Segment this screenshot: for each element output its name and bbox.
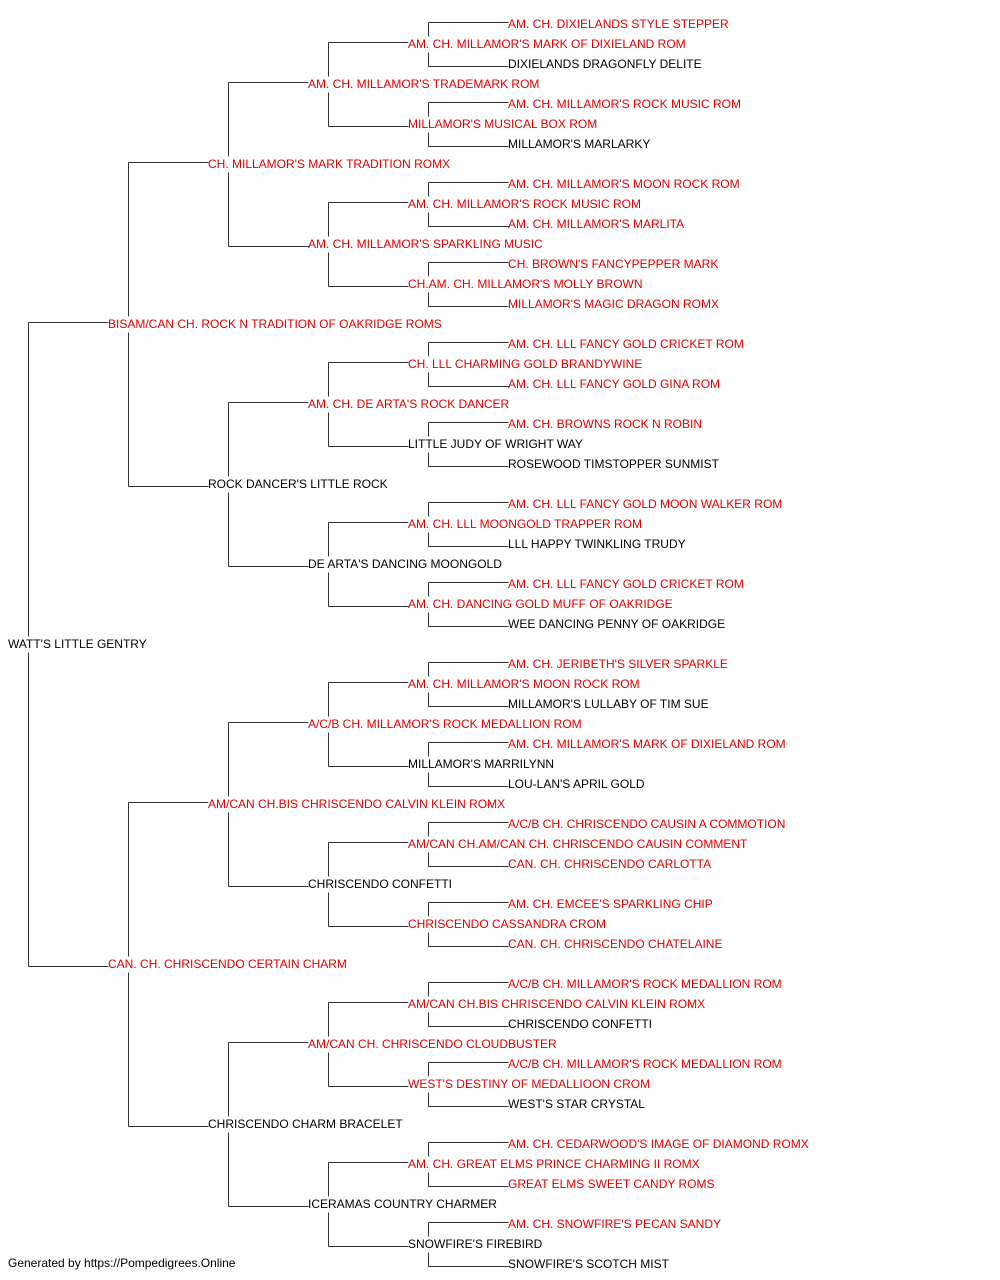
dog-name-subject-dam-sire-dam-dam: CHRISCENDO CASSANDRA CROM — [408, 917, 606, 931]
dog-name-subject-sire-dam-dam-sire-dam: LLL HAPPY TWINKLING TRUDY — [508, 537, 686, 551]
dog-name-subject-dam-dam-sire-dam-sire: A/C/B CH. MILLAMOR'S ROCK MEDALLION ROM — [508, 1057, 782, 1071]
dog-name-subject-sire-dam-dam: DE ARTA'S DANCING MOONGOLD — [308, 557, 502, 571]
dog-name-subject-dam-dam-dam-dam-sire: AM. CH. SNOWFIRE'S PECAN SANDY — [508, 1217, 721, 1231]
dog-name-subject-dam-sire-sire-dam: MILLAMOR'S MARRILYNN — [408, 757, 554, 771]
dog-name-subject-dam-sire-sire-sire: AM. CH. MILLAMOR'S MOON ROCK ROM — [408, 677, 640, 691]
dog-name-subject-sire-sire-sire-sire: AM. CH. MILLAMOR'S MARK OF DIXIELAND ROM — [408, 37, 686, 51]
footer-credit: Generated by https://Pompedigrees.Online — [8, 1256, 236, 1270]
dog-name-subject-dam-dam-dam: ICERAMAS COUNTRY CHARMER — [308, 1197, 497, 1211]
dog-name-subject-dam-sire-dam-sire-sire: A/C/B CH. CHRISCENDO CAUSIN A COMMOTION — [508, 817, 785, 831]
dog-name-subject-sire-sire-dam-sire: AM. CH. MILLAMOR'S ROCK MUSIC ROM — [408, 197, 641, 211]
dog-name-subject-sire: BISAM/CAN CH. ROCK N TRADITION OF OAKRID… — [108, 317, 442, 331]
dog-name-subject-dam-dam-dam-sire: AM. CH. GREAT ELMS PRINCE CHARMING II RO… — [408, 1157, 700, 1171]
dog-name-subject-dam: CAN. CH. CHRISCENDO CERTAIN CHARM — [108, 957, 347, 971]
dog-name-subject-dam-dam-dam-sire-sire: AM. CH. CEDARWOOD'S IMAGE OF DIAMOND ROM… — [508, 1137, 809, 1151]
dog-name-subject-dam-sire-dam: CHRISCENDO CONFETTI — [308, 877, 452, 891]
dog-name-subject-sire-sire-sire: AM. CH. MILLAMOR'S TRADEMARK ROM — [308, 77, 539, 91]
dog-name-subject-dam-dam-sire-sire-sire: A/C/B CH. MILLAMOR'S ROCK MEDALLION ROM — [508, 977, 782, 991]
dog-name-subject-dam-sire-dam-dam-dam: CAN. CH. CHRISCENDO CHATELAINE — [508, 937, 722, 951]
dog-name-subject: WATT'S LITTLE GENTRY — [8, 637, 147, 651]
dog-name-subject-sire-sire-sire-dam-sire: AM. CH. MILLAMOR'S ROCK MUSIC ROM — [508, 97, 741, 111]
dog-name-subject-sire-dam-sire: AM. CH. DE ARTA'S ROCK DANCER — [308, 397, 510, 411]
dog-name-subject-sire-dam: ROCK DANCER'S LITTLE ROCK — [208, 477, 388, 491]
dog-name-subject-sire-dam-dam-dam-dam: WEE DANCING PENNY OF OAKRIDGE — [508, 617, 725, 631]
dog-name-subject-dam-sire-sire: A/C/B CH. MILLAMOR'S ROCK MEDALLION ROM — [308, 717, 582, 731]
dog-name-subject-sire-sire-sire-sire-dam: DIXIELANDS DRAGONFLY DELITE — [508, 57, 702, 71]
dog-name-subject-sire-dam-sire-sire-sire: AM. CH. LLL FANCY GOLD CRICKET ROM — [508, 337, 744, 351]
dog-name-subject-sire-dam-dam-dam: AM. CH. DANCING GOLD MUFF OF OAKRIDGE — [408, 597, 673, 611]
dog-name-subject-sire-sire-sire-dam: MILLAMOR'S MUSICAL BOX ROM — [408, 117, 597, 131]
dog-name-subject-sire-sire: CH. MILLAMOR'S MARK TRADITION ROMX — [208, 157, 450, 171]
dog-name-subject-sire-dam-sire-sire-dam: AM. CH. LLL FANCY GOLD GINA ROM — [508, 377, 720, 391]
dog-name-subject-sire-sire-dam-dam-dam: MILLAMOR'S MAGIC DRAGON ROMX — [508, 297, 719, 311]
dog-name-subject-sire-dam-sire-dam-sire: AM. CH. BROWNS ROCK N ROBIN — [508, 417, 702, 431]
dog-name-subject-dam-sire-dam-sire-dam: CAN. CH. CHRISCENDO CARLOTTA — [508, 857, 711, 871]
dog-name-subject-dam-sire-sire-dam-dam: LOU-LAN'S APRIL GOLD — [508, 777, 645, 791]
dog-name-subject-sire-sire-dam-dam: CH.AM. CH. MILLAMOR'S MOLLY BROWN — [408, 277, 643, 291]
dog-name-subject-dam-dam-dam-sire-dam: GREAT ELMS SWEET CANDY ROMS — [508, 1177, 714, 1191]
dog-name-subject-sire-sire-sire-sire-sire: AM. CH. DIXIELANDS STYLE STEPPER — [508, 17, 729, 31]
dog-name-subject-dam-dam-dam-dam-dam: SNOWFIRE'S SCOTCH MIST — [508, 1257, 670, 1271]
dog-name-subject-sire-dam-sire-dam: LITTLE JUDY OF WRIGHT WAY — [408, 437, 583, 451]
dog-name-subject-dam-dam-sire-sire: AM/CAN CH.BIS CHRISCENDO CALVIN KLEIN RO… — [408, 997, 705, 1011]
dog-name-subject-sire-sire-dam-sire-dam: AM. CH. MILLAMOR'S MARLITA — [508, 217, 684, 231]
dog-name-subject-dam-sire: AM/CAN CH.BIS CHRISCENDO CALVIN KLEIN RO… — [208, 797, 505, 811]
dog-name-subject-sire-sire-dam: AM. CH. MILLAMOR'S SPARKLING MUSIC — [308, 237, 543, 251]
dog-name-subject-sire-sire-sire-dam-dam: MILLAMOR'S MARLARKY — [508, 137, 650, 151]
dog-name-subject-dam-dam-dam-dam: SNOWFIRE'S FIREBIRD — [408, 1237, 543, 1251]
dog-name-subject-dam-dam-sire: AM/CAN CH. CHRISCENDO CLOUDBUSTER — [308, 1037, 557, 1051]
dog-name-subject-sire-dam-sire-sire: CH. LLL CHARMING GOLD BRANDYWINE — [408, 357, 642, 371]
dog-name-subject-sire-sire-dam-sire-sire: AM. CH. MILLAMOR'S MOON ROCK ROM — [508, 177, 740, 191]
dog-name-subject-sire-sire-dam-dam-sire: CH. BROWN'S FANCYPEPPER MARK — [508, 257, 718, 271]
dog-name-subject-dam-sire-sire-sire-dam: MILLAMOR'S LULLABY OF TIM SUE — [508, 697, 709, 711]
dog-name-subject-dam-sire-sire-sire-sire: AM. CH. JERIBETH'S SILVER SPARKLE — [508, 657, 728, 671]
dog-name-subject-sire-dam-sire-dam-dam: ROSEWOOD TIMSTOPPER SUNMIST — [508, 457, 720, 471]
dog-name-subject-dam-sire-dam-dam-sire: AM. CH. EMCEE'S SPARKLING CHIP — [508, 897, 713, 911]
dog-name-subject-sire-dam-dam-dam-sire: AM. CH. LLL FANCY GOLD CRICKET ROM — [508, 577, 744, 591]
dog-name-subject-dam-sire-sire-dam-sire: AM. CH. MILLAMOR'S MARK OF DIXIELAND ROM — [508, 737, 786, 751]
dog-name-subject-dam-dam-sire-dam-dam: WEST'S STAR CRYSTAL — [508, 1097, 645, 1111]
dog-name-subject-dam-sire-dam-sire: AM/CAN CH.AM/CAN CH. CHRISCENDO CAUSIN C… — [408, 837, 748, 851]
dog-name-subject-dam-dam-sire-sire-dam: CHRISCENDO CONFETTI — [508, 1017, 652, 1031]
dog-name-subject-sire-dam-dam-sire: AM. CH. LLL MOONGOLD TRAPPER ROM — [408, 517, 642, 531]
dog-name-subject-dam-dam-sire-dam: WEST'S DESTINY OF MEDALLIOON CROM — [408, 1077, 650, 1091]
dog-name-subject-dam-dam: CHRISCENDO CHARM BRACELET — [208, 1117, 403, 1131]
dog-name-subject-sire-dam-dam-sire-sire: AM. CH. LLL FANCY GOLD MOON WALKER ROM — [508, 497, 782, 511]
